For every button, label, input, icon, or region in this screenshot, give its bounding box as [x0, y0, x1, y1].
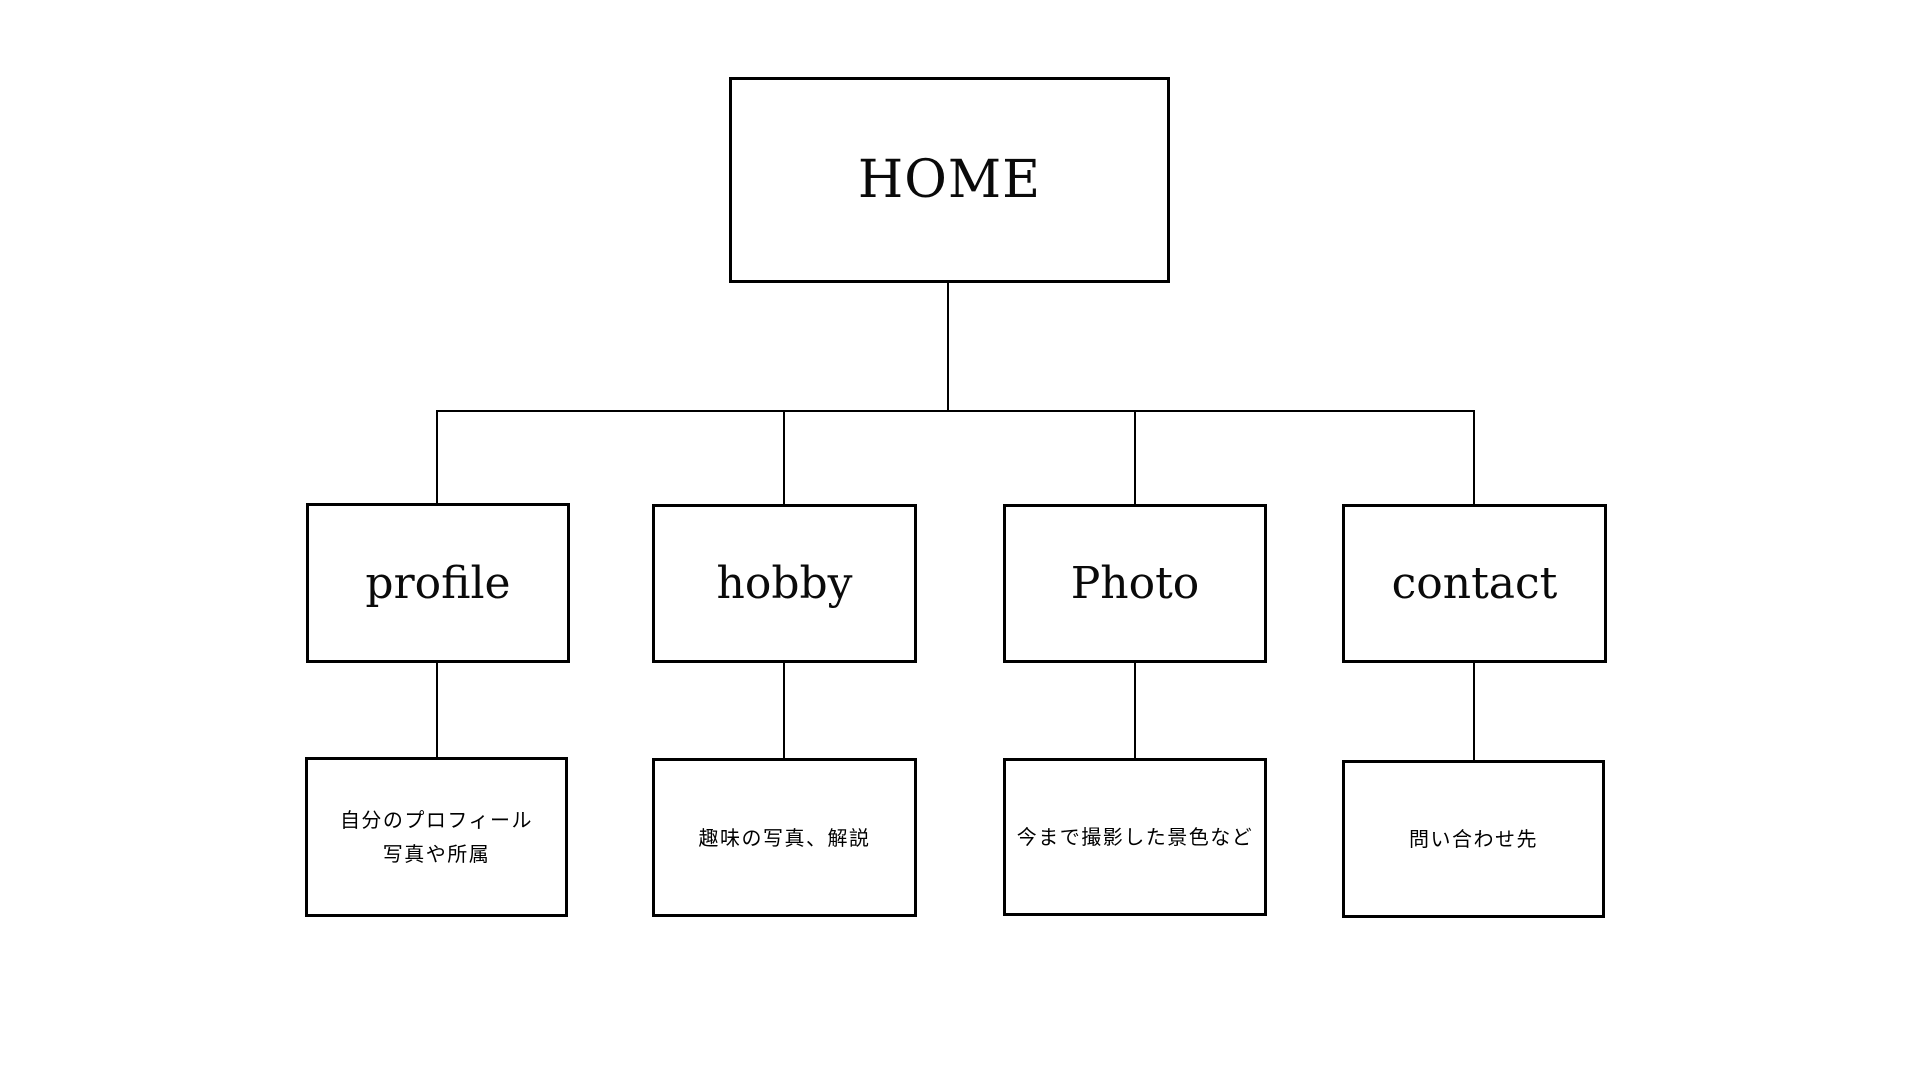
node-profile-description: 自分のプロフィール 写真や所属	[305, 757, 568, 917]
node-profile-label: profile	[365, 557, 511, 609]
contact-description-text: 問い合わせ先	[1409, 827, 1538, 851]
node-profile: profile	[306, 503, 570, 663]
node-photo-label: Photo	[1070, 558, 1200, 609]
photo-description-text: 今まで撮影した景色など	[1016, 825, 1254, 849]
connector-profile-description	[436, 663, 438, 758]
node-photo: Photo	[1003, 504, 1267, 663]
connector-home-trunk	[947, 283, 949, 411]
node-contact-description: 問い合わせ先	[1342, 760, 1605, 918]
connector-drop-profile	[436, 410, 438, 504]
node-hobby-description: 趣味の写真、解説	[652, 758, 917, 917]
node-hobby-label: hobby	[716, 558, 853, 609]
connector-contact-description	[1473, 663, 1475, 761]
connector-drop-contact	[1473, 410, 1475, 505]
node-photo-description: 今まで撮影した景色など	[1003, 758, 1267, 916]
node-contact-label: contact	[1391, 558, 1558, 609]
node-home: HOME	[729, 77, 1170, 283]
connector-photo-description	[1134, 663, 1136, 759]
connector-horizontal-bar	[437, 410, 1475, 412]
node-hobby: hobby	[652, 504, 917, 663]
hobby-description-text: 趣味の写真、解説	[698, 825, 871, 850]
connector-hobby-description	[783, 663, 785, 759]
connector-drop-photo	[1134, 410, 1136, 505]
connector-drop-hobby	[783, 410, 785, 505]
node-home-label: HOME	[857, 150, 1042, 210]
node-contact: contact	[1342, 504, 1607, 663]
profile-description-line-1: 自分のプロフィール	[339, 808, 534, 832]
profile-description-text: 自分のプロフィール 写真や所属	[340, 803, 533, 871]
profile-description-line-2: 写真や所属	[382, 842, 491, 866]
